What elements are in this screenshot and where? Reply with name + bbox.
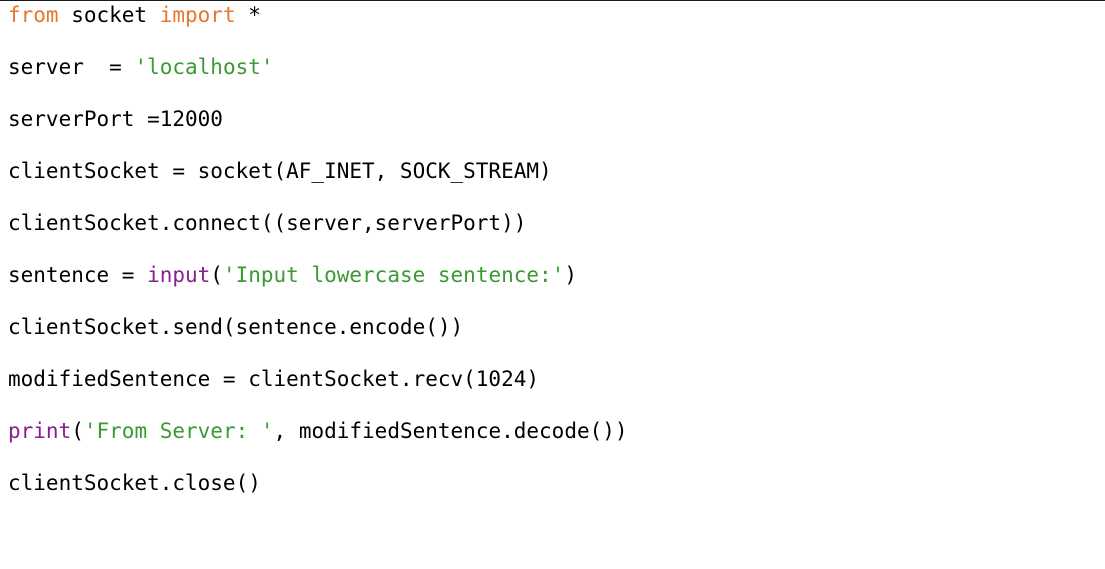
- window-top-border: [0, 0, 1105, 1]
- builtin-token: print: [8, 419, 72, 443]
- code-token: *: [235, 3, 261, 27]
- keyword-token: import: [159, 3, 236, 27]
- code-line: sentence = input('Input lowercase senten…: [8, 260, 1098, 312]
- code-token: clientSocket.connect((server,serverPort)…: [8, 211, 527, 235]
- code-editor[interactable]: from socket import * server = 'localhost…: [8, 0, 1098, 569]
- code-token: socket: [58, 3, 160, 27]
- code-token: clientSocket.send(sentence.encode()): [8, 315, 464, 339]
- code-line: modifiedSentence = clientSocket.recv(102…: [8, 364, 1098, 416]
- keyword-token: from: [8, 3, 59, 27]
- builtin-token: input: [147, 263, 211, 287]
- code-token: serverPort =12000: [8, 107, 223, 131]
- string-token: 'localhost': [134, 55, 274, 79]
- code-token: (: [71, 419, 84, 443]
- code-line: from socket import *: [8, 0, 1098, 52]
- code-token: clientSocket = socket(AF_INET, SOCK_STRE…: [8, 159, 552, 183]
- code-line: server = 'localhost': [8, 52, 1098, 104]
- string-token: 'From Server: ': [83, 419, 274, 443]
- code-token: ): [564, 263, 577, 287]
- code-token: sentence =: [8, 263, 148, 287]
- code-line: clientSocket.connect((server,serverPort)…: [8, 208, 1098, 260]
- string-token: 'Input lowercase sentence:': [222, 263, 565, 287]
- code-token: (: [210, 263, 223, 287]
- code-line: clientSocket.send(sentence.encode()): [8, 312, 1098, 364]
- code-token: modifiedSentence = clientSocket.recv(102…: [8, 367, 540, 391]
- code-token: clientSocket.close(): [8, 471, 261, 495]
- code-token: , modifiedSentence.decode()): [273, 419, 628, 443]
- code-line: serverPort =12000: [8, 104, 1098, 156]
- code-line: clientSocket.close(): [8, 468, 1098, 520]
- code-token: server =: [8, 55, 135, 79]
- code-line: print('From Server: ', modifiedSentence.…: [8, 416, 1098, 468]
- code-line: clientSocket = socket(AF_INET, SOCK_STRE…: [8, 156, 1098, 208]
